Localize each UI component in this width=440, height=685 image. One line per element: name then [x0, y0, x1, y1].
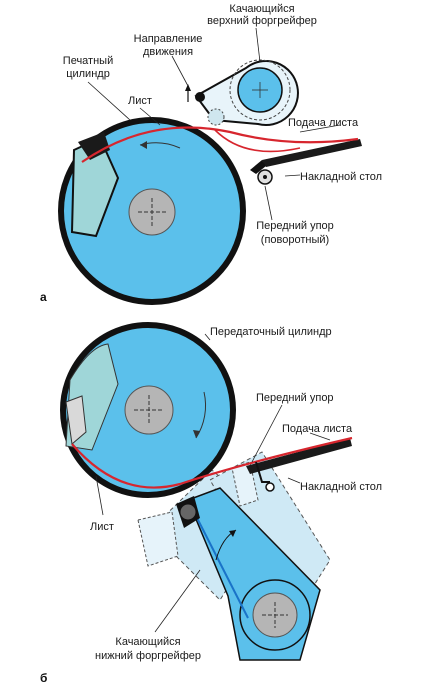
front-lay-b [255, 461, 275, 492]
label-motion-dir-1: Направление [134, 33, 203, 45]
label-print-cyl-1: Печатный [63, 55, 113, 67]
leader-transfer-cyl [204, 333, 211, 341]
label-motion-dir-2: движения [143, 46, 193, 58]
motion-arrowhead [185, 84, 191, 91]
label-sheet-b: Лист [90, 521, 114, 533]
transfer-hub [124, 385, 174, 435]
leader-front-lay-a [264, 185, 273, 221]
label-front-lay-a-1: Передний упор [256, 220, 334, 232]
feed-table [262, 139, 362, 167]
leader-table-a [284, 174, 301, 177]
diagram-b: Передаточный цилиндр Передний упор Подач… [40, 322, 382, 685]
leader-table-b [287, 477, 301, 484]
label-sheet-a: Лист [128, 95, 152, 107]
diagram-a: Качающийся верхний форгрейфер Направлени… [40, 3, 382, 305]
leader-motion [171, 55, 189, 87]
label-feed-b: Подача листа [282, 423, 353, 435]
label-lower-gripper-1: Качающийся [115, 636, 180, 648]
rotation-arrow-b [195, 391, 207, 439]
leader-lower-gripper [154, 569, 201, 633]
label-upper-gripper-2: верхний форгрейфер [207, 15, 317, 27]
upper-swing-gripper [194, 59, 299, 126]
leader-sheet-a [139, 107, 161, 126]
feed-table-b [246, 438, 352, 474]
panel-label-a: а [40, 290, 47, 304]
sheet-b [71, 436, 353, 489]
lower-swing-gripper [176, 487, 321, 661]
leader-sheet-b [95, 475, 104, 516]
label-front-lay-b: Передний упор [256, 392, 334, 404]
label-transfer-cyl: Передаточный цилиндр [210, 326, 332, 338]
label-table-b: Накладной стол [300, 481, 382, 493]
cylinder-hub [128, 188, 176, 236]
rotation-arrowhead-b [193, 430, 200, 438]
sheet-a [81, 126, 359, 163]
label-feed-a: Подача листа [288, 117, 359, 129]
rotation-arrowhead [140, 141, 147, 149]
panel-label-b: б [40, 671, 47, 685]
label-front-lay-a-2: (поворотный) [261, 234, 329, 246]
leader-front-lay-b [251, 404, 283, 463]
leader-upper-gripper [255, 27, 261, 63]
leader-print-cyl [87, 81, 131, 121]
swing-arrowhead [229, 530, 236, 537]
leader-feed-b [309, 432, 331, 441]
label-lower-gripper-2: нижний форгрейфер [95, 650, 201, 662]
label-table-a: Накладной стол [300, 171, 382, 183]
leader-feed-a [299, 124, 341, 133]
label-upper-gripper-1: Качающийся [229, 3, 294, 15]
front-lay-a [250, 160, 273, 185]
label-print-cyl-2: цилиндр [66, 68, 110, 80]
sheet-a-lower [214, 129, 301, 153]
